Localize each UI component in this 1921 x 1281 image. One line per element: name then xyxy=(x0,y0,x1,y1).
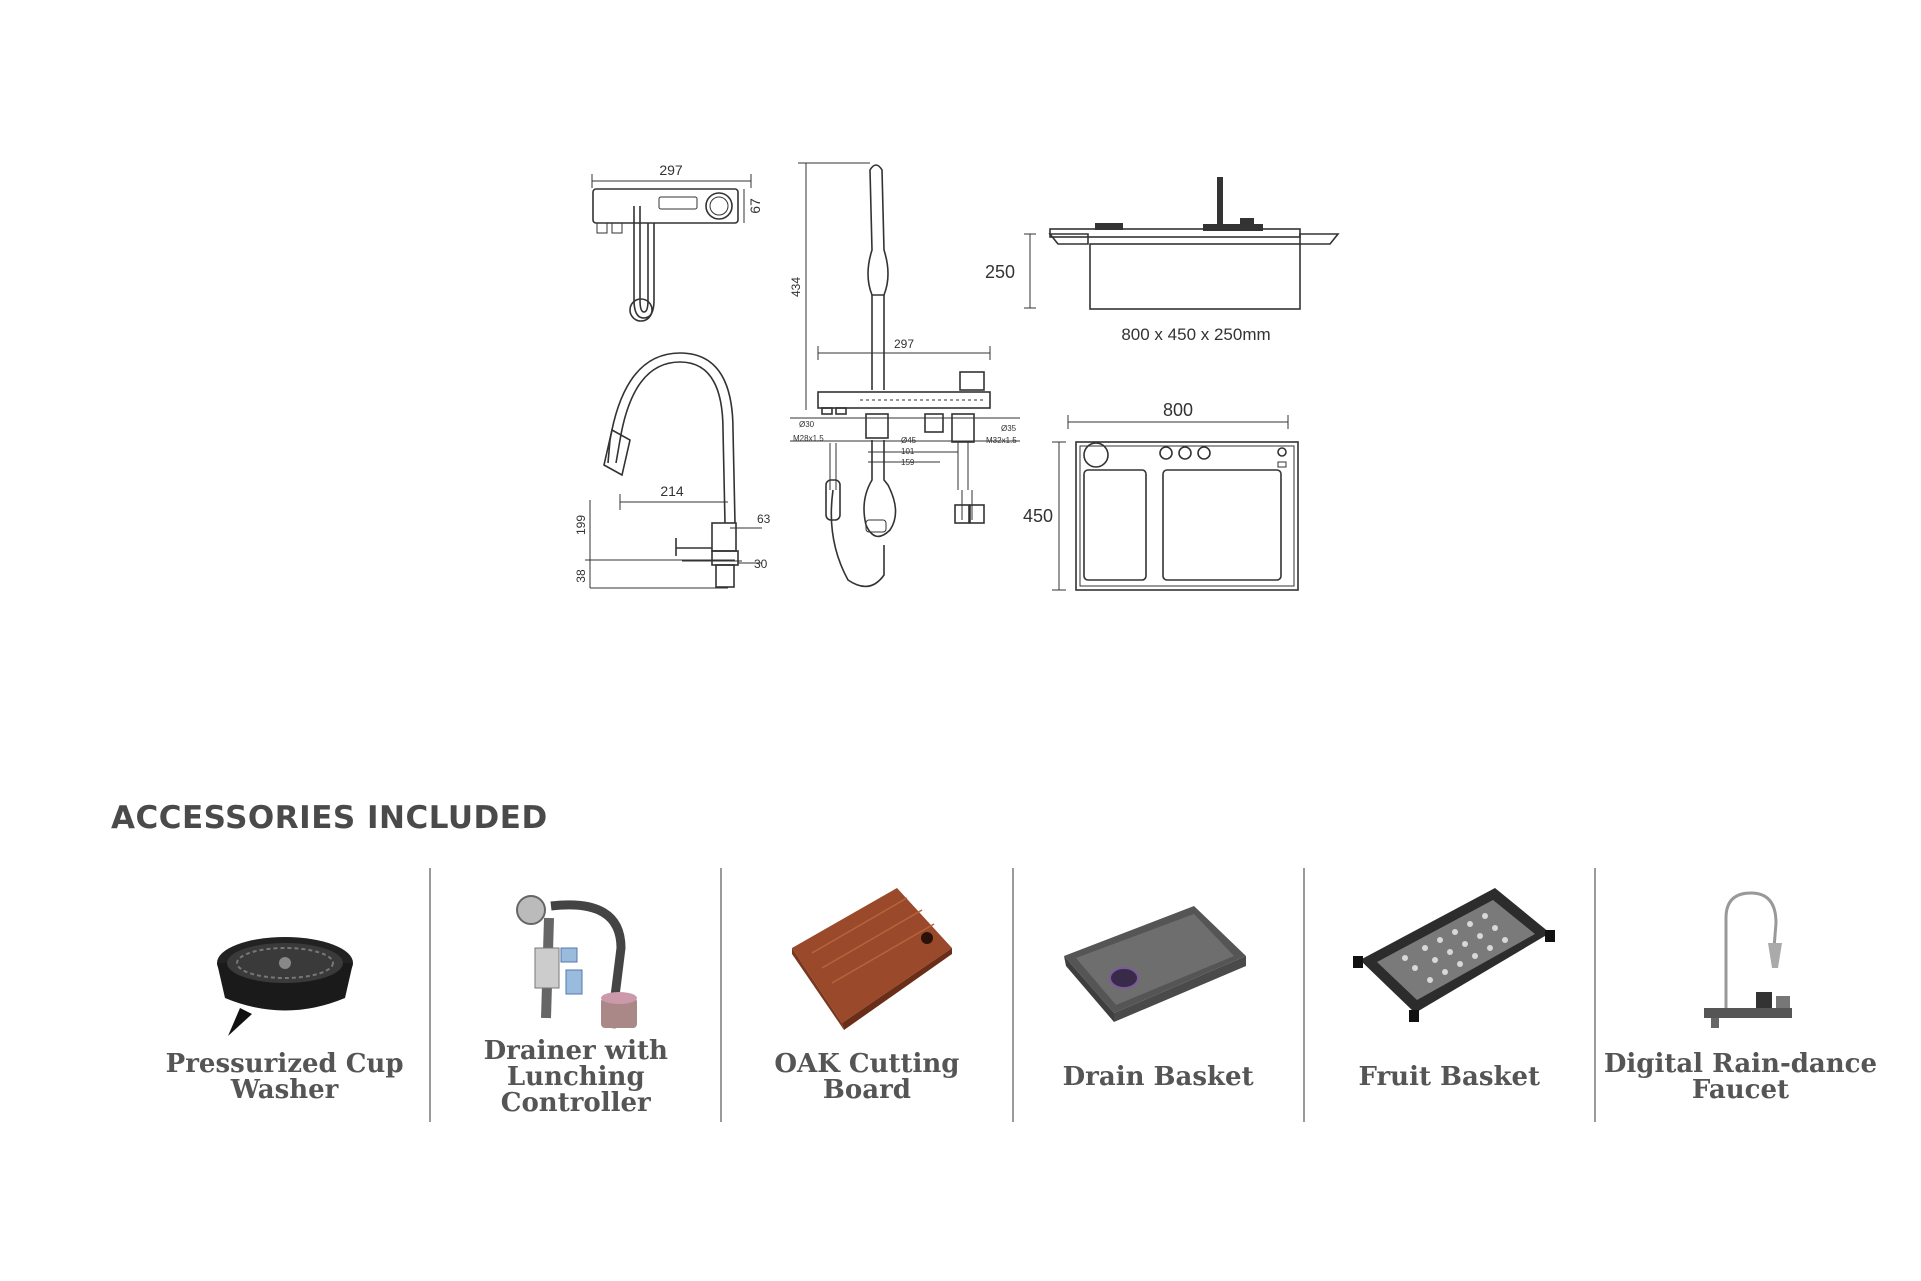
accessory-drain-basket: Drain Basket xyxy=(1011,868,1303,1122)
faucet-icon xyxy=(1703,891,1792,1028)
dim-side-30: 30 xyxy=(754,557,768,571)
sink-side-elevation: 250 800 x 450 x 250mm xyxy=(985,177,1340,344)
dim-spout-reach: 214 xyxy=(660,483,684,499)
dim-side-63: 63 xyxy=(757,512,771,526)
dim-spout-height: 199 xyxy=(574,515,588,535)
dim-m28: M28x1.5 xyxy=(793,434,824,443)
dim-sink-depth: 250 xyxy=(985,262,1015,282)
accessory-label: Drainer with Lunching Controller xyxy=(483,1036,668,1118)
accessory-cutting-board: OAK Cutting Board xyxy=(720,868,1011,1122)
dim-base-width: 297 xyxy=(894,337,914,351)
faucet-side-view: 214 199 38 63 30 xyxy=(574,352,771,589)
cutting-board-icon xyxy=(792,888,953,1030)
dim-plan-width: 800 xyxy=(1163,400,1193,420)
accessory-label: Drain Basket xyxy=(1062,1062,1254,1092)
dim-top-depth: 67 xyxy=(747,198,763,214)
dim-d35: Ø35 xyxy=(1001,424,1017,433)
dim-height-434: 434 xyxy=(789,277,803,297)
accessory-fruit-basket: Fruit Basket xyxy=(1302,868,1594,1122)
dim-m32: M32x1.5 xyxy=(986,436,1017,445)
dim-base-thickness: 38 xyxy=(574,569,588,583)
sink-plan-view: 800 450 xyxy=(1023,400,1299,591)
dim-101: 101 xyxy=(901,447,915,456)
accessory-label: Pressurized Cup Washer xyxy=(165,1049,404,1105)
accessory-label: Fruit Basket xyxy=(1358,1062,1541,1092)
faucet-top-view: 297 67 xyxy=(591,162,763,322)
accessory-label: Digital Rain-dance Faucet xyxy=(1603,1049,1878,1105)
dim-sink-size: 800 x 450 x 250mm xyxy=(1121,325,1270,344)
accessory-drainer: Drainer with Lunching Controller xyxy=(429,868,720,1122)
dim-d30: Ø30 xyxy=(799,420,815,429)
accessories-list: Pressurized Cup Washer Drainer with Lunc… xyxy=(140,868,1885,1122)
faucet-front-elevation: 434 297 Ø30 M28x1.5 Ø45 101 159 Ø35 xyxy=(789,162,1020,588)
drain-basket-icon xyxy=(1063,906,1246,1022)
dim-plan-depth: 450 xyxy=(1023,506,1053,526)
accessory-faucet: Digital Rain-dance Faucet xyxy=(1593,868,1885,1122)
accessory-cup-washer: Pressurized Cup Washer xyxy=(140,868,429,1122)
dim-top-width: 297 xyxy=(659,162,683,178)
dim-159: 159 xyxy=(901,458,915,467)
accessory-label: OAK Cutting Board xyxy=(774,1049,960,1105)
accessories-heading: ACCESSORIES INCLUDED xyxy=(111,800,548,836)
drainer-icon xyxy=(516,895,638,1029)
dim-d45: Ø45 xyxy=(901,436,917,445)
cup-washer-icon xyxy=(217,937,353,1036)
fruit-basket-icon xyxy=(1352,888,1555,1022)
